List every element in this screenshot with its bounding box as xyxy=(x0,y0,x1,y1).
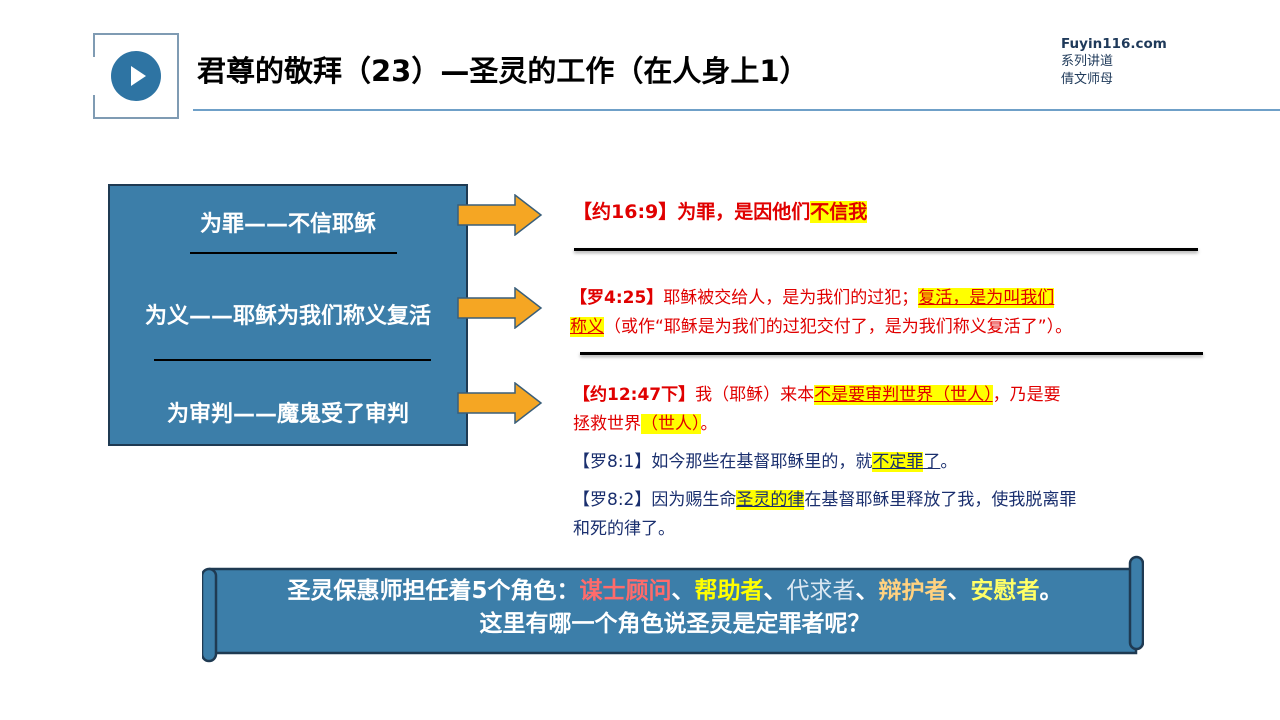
role-helper: 帮助者 xyxy=(694,578,764,604)
role-counselor: 谋士顾问 xyxy=(579,578,672,604)
summary-divider xyxy=(190,252,397,254)
summary-item-sin: 为罪——不信耶稣 xyxy=(199,212,376,237)
verse-ref: 【罗8:2】 xyxy=(573,490,652,510)
play-icon[interactable] xyxy=(111,51,161,101)
verse-divider xyxy=(574,248,1198,251)
summary-divider xyxy=(154,359,431,361)
highlight: 称义 xyxy=(570,317,604,337)
arrow-right-icon xyxy=(457,382,543,424)
verse-john-12-47: 【约12:47下】我（耶稣）来本不是要审判世界（世人），乃是要 拯救世界（世人）… xyxy=(573,385,1061,434)
role-advocate: 辩护者 xyxy=(878,578,948,604)
highlight: 复活，是为叫我们 xyxy=(918,288,1055,308)
summary-item-judgment: 为审判——魔鬼受了审判 xyxy=(166,402,409,427)
summary-box: 为罪——不信耶稣 为义——耶稣为我们称义复活 为审判——魔鬼受了审判 xyxy=(108,184,468,446)
arrow-right-icon xyxy=(457,287,543,329)
highlight: 不信我 xyxy=(810,201,868,223)
verse-ref: 【罗4:25】 xyxy=(570,288,664,308)
page-title: 君尊的敬拜（23）—圣灵的工作（在人身上1） xyxy=(197,54,809,88)
highlight: 不定罪 xyxy=(872,452,924,472)
summary-item-righteousness: 为义——耶稣为我们称义复活 xyxy=(144,304,431,329)
verse-ref: 【罗8:1】 xyxy=(573,452,652,472)
scroll-banner xyxy=(202,555,1144,663)
role-intercessor: 代求者 xyxy=(786,578,856,604)
verse-divider xyxy=(580,352,1203,355)
verse-romans-8-2: 【罗8:2】因为赐生命圣灵的律在基督耶稣里释放了我，使我脱离罪 和死的律了。 xyxy=(573,490,1077,539)
highlight: 不是要审判世界（世人） xyxy=(814,385,993,405)
verse-ref: 【约16:9】 xyxy=(573,201,678,223)
arrow-right-icon xyxy=(457,194,543,236)
question-line: 这里有哪一个角色说圣灵是定罪者呢？ xyxy=(479,611,871,637)
verse-john-16-9: 【约16:9】为罪，是因他们不信我 xyxy=(573,201,868,223)
highlight: （世人） xyxy=(641,414,701,434)
verse-ref: 【约12:47下】 xyxy=(573,385,696,405)
site-name: Fuyin116.com xyxy=(1061,36,1167,52)
scroll-text: 圣灵保惠师担任着5个角色：谋士顾问、帮助者、代求者、辩护者、安慰者。 这里有哪一… xyxy=(215,575,1135,641)
brand-block: Fuyin116.com 系列讲道 倩文师母 xyxy=(1061,35,1167,89)
header-divider xyxy=(193,109,1280,111)
series-label: 系列讲道 xyxy=(1061,54,1114,69)
role-comforter: 安慰者 xyxy=(970,578,1040,604)
highlight: 圣灵的律 xyxy=(736,490,805,510)
verse-romans-8-1: 【罗8:1】如今那些在基督耶稣里的，就不定罪了。 xyxy=(573,452,958,472)
speaker-name: 倩文师母 xyxy=(1061,72,1114,87)
verse-romans-4-25: 【罗4:25】耶稣被交给人，是为我们的过犯；复活，是为叫我们 称义（或作“耶稣是… xyxy=(570,288,1073,337)
roles-lead: 圣灵保惠师担任着5个角色： xyxy=(287,578,580,604)
logo-frame xyxy=(91,33,179,119)
